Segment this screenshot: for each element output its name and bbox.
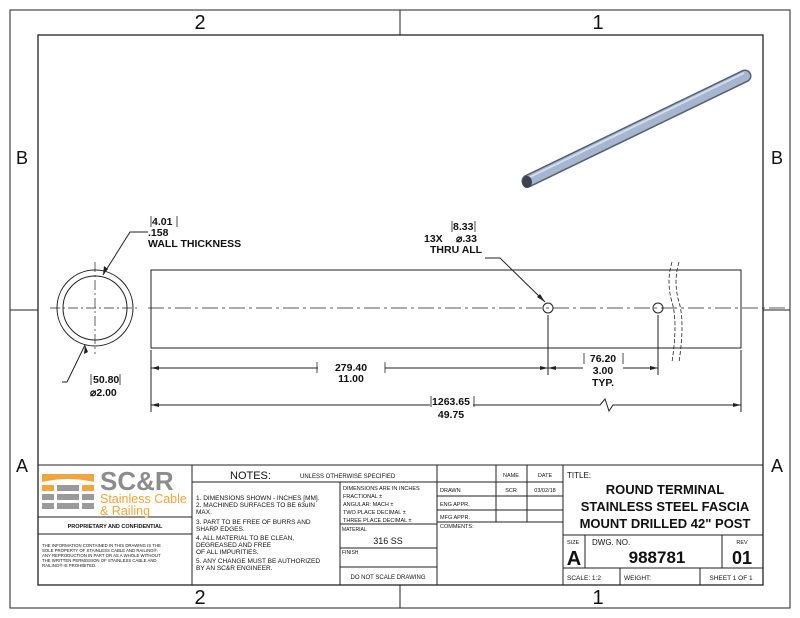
- proprietary-label: PROPRIETARY AND CONFIDENTIAL: [68, 524, 163, 530]
- size-value: A: [567, 548, 581, 570]
- note-line: DEGREASED AND FREE: [196, 542, 272, 549]
- end-view-circle: [50, 231, 148, 383]
- dwg-no-label: DWG. NO.: [592, 538, 630, 547]
- wall-label: WALL THICKNESS: [148, 238, 241, 250]
- isometric-pipe-view: [521, 69, 752, 188]
- note-line: MAX.: [196, 509, 212, 516]
- title-line: ROUND TERMINAL: [606, 482, 724, 497]
- logo-mark: SC&R: [100, 466, 174, 496]
- zone-left-b: B: [16, 148, 28, 168]
- zone-bottom-1: 1: [592, 587, 603, 609]
- do-not-scale: DO NOT SCALE DRAWING: [350, 575, 425, 581]
- title-line: MOUNT DRILLED 42" POST: [580, 516, 751, 531]
- zone-right-a: A: [771, 456, 783, 476]
- length-in: 49.75: [438, 409, 464, 421]
- weight: WEIGHT:: [624, 575, 651, 582]
- first-hole-mm: 279.40: [335, 362, 367, 374]
- note-line: 4. ALL MATERIAL TO BE CLEAN,: [196, 535, 294, 542]
- hole-count: 13X: [424, 233, 443, 245]
- rev-label: REV: [736, 540, 748, 546]
- date-header: DATE: [538, 473, 553, 479]
- material-value: 316 SS: [373, 536, 403, 546]
- notes-list: 1. DIMENSIONS SHOWN - INCHES [MM]. 2. MA…: [196, 495, 320, 572]
- brackets: [90, 216, 624, 407]
- name-header: NAME: [503, 473, 519, 479]
- hole-dia: ⌀.33: [456, 233, 477, 245]
- pitch-typ: TYP.: [592, 377, 614, 389]
- tolerance-line: TWO PLACE DECIMAL ±: [343, 510, 406, 516]
- scale: SCALE: 1:2: [567, 575, 601, 582]
- title-block-grid: [38, 464, 763, 585]
- comments-label: COMMENTS:: [440, 524, 474, 530]
- side-view-pipe: [148, 257, 785, 413]
- first-hole-in: 11.00: [338, 373, 364, 385]
- logo-line2: & Railing: [100, 504, 150, 518]
- disclaimer-line: THE WRITTEN PERMISSION OF STAINLESS CABL…: [42, 558, 157, 563]
- wall-mm: 4.01: [152, 216, 173, 228]
- material-label: MATERIAL: [342, 527, 367, 533]
- note-line: BY AN SC&R ENGINEER.: [196, 565, 273, 572]
- drawing-title: ROUND TERMINAL STAINLESS STEEL FASCIA MO…: [580, 482, 751, 531]
- pitch-mm: 76.20: [590, 353, 616, 365]
- logo-line1: Stainless Cable: [100, 492, 187, 506]
- note-line: 1. DIMENSIONS SHOWN - INCHES [MM].: [196, 495, 320, 502]
- dwg-no-value: 988781: [629, 548, 686, 567]
- dimension-arrows: [84, 266, 741, 407]
- title-label: TITLE:: [567, 471, 591, 480]
- sheet-frame: [9, 9, 791, 609]
- od-in: ⌀2.00: [90, 387, 117, 399]
- disclaimer-line: SOLE PROPERTY OF STAINLESS CABLE AND RAI…: [42, 548, 158, 553]
- zone-top-2: 2: [194, 12, 205, 34]
- eng-appr-label: ENG APPR.: [440, 502, 470, 508]
- drawn-date: 03/02/18: [534, 488, 555, 494]
- length-mm: 1263.65: [432, 396, 470, 408]
- wall-in: .158: [148, 227, 169, 239]
- od-mm: 50.80: [93, 374, 119, 386]
- pitch-in: 3.00: [593, 365, 614, 377]
- tolerance-line: FRACTIONAL ±: [343, 494, 382, 500]
- note-line: OF ALL IMPURITIES.: [196, 549, 259, 556]
- drawn-name: SCR: [505, 488, 517, 494]
- notes-title: NOTES:: [230, 470, 271, 482]
- company-logo: SC&R Stainless Cable & Railing: [42, 466, 187, 518]
- hole-mm: 8.33: [453, 221, 474, 233]
- note-line: 2. MACHINED SURFACES TO BE 63uIN: [196, 502, 315, 509]
- tolerance-line: DIMENSIONS ARE IN INCHES: [343, 486, 420, 492]
- rev-value: 01: [732, 548, 752, 568]
- drawn-label: DRAWN: [440, 488, 461, 494]
- zone-right-b: B: [771, 148, 783, 168]
- tolerance-line: ANGULAR: MACH ±: [343, 502, 393, 508]
- approvals-grid: NAME DATE DRAWN SCR 03/02/18 ENG APPR. M…: [440, 473, 556, 530]
- tolerance-line: THREE PLACE DECIMAL ±: [343, 518, 412, 524]
- zone-left-a: A: [16, 456, 28, 476]
- hole: [542, 302, 554, 314]
- disclaimer-line: ANY REPRODUCTION IN PART OR AS A WHOLE W…: [42, 553, 161, 558]
- tolerances: DIMENSIONS ARE IN INCHES FRACTIONAL ± AN…: [343, 486, 420, 524]
- size-label: SIZE: [567, 540, 580, 546]
- title-line: STAINLESS STEEL FASCIA: [581, 499, 750, 514]
- zone-top-1: 1: [592, 12, 603, 34]
- hole: [652, 302, 664, 314]
- mfg-appr-label: MFG APPR.: [440, 515, 470, 521]
- hole-thru: THRU ALL: [430, 244, 483, 256]
- finish-label: FINISH: [342, 550, 359, 556]
- note-line: 5. ANY CHANGE MUST BE AUTHORIZED: [196, 558, 320, 565]
- disclaimer-line: RAILING® IS PROHIBITED.: [42, 563, 96, 568]
- disclaimer: THE INFORMATION CONTAINED IN THIS DRAWIN…: [42, 543, 161, 568]
- note-line: SHARP EDGES.: [196, 526, 245, 533]
- sheet: SHEET 1 OF 1: [709, 575, 753, 582]
- notes-subtitle: UNLESS OTHERWISE SPECIFIED: [300, 474, 396, 480]
- zone-bottom-2: 2: [194, 587, 205, 609]
- disclaimer-line: THE INFORMATION CONTAINED IN THIS DRAWIN…: [42, 543, 161, 548]
- note-line: 3. PART TO BE FREE OF BURRS AND: [196, 519, 311, 526]
